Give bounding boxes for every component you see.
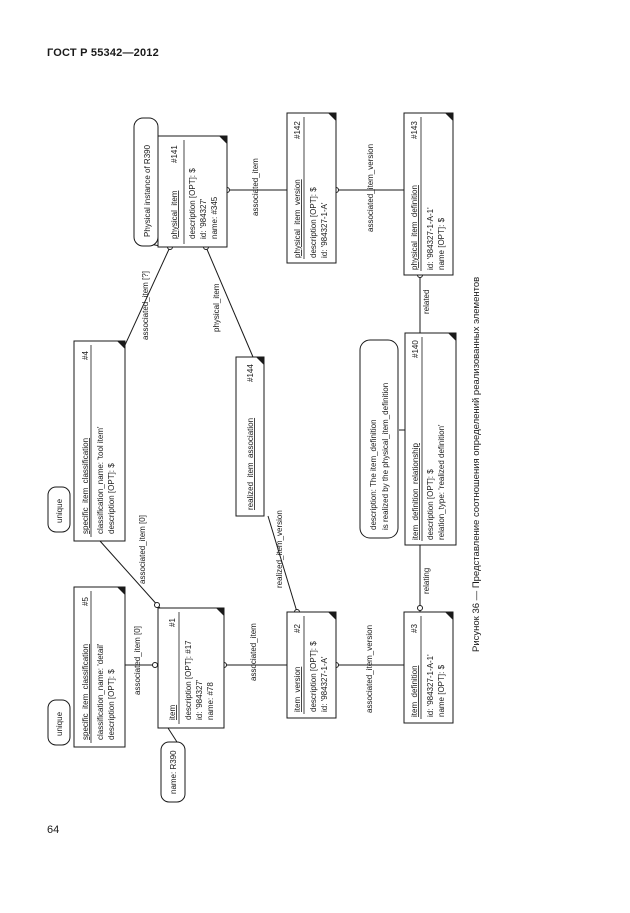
svg-text:classification_name: 'tool ite: classification_name: 'tool item' bbox=[96, 426, 105, 534]
entity-box-4: specific_item_classification #4 classifi… bbox=[73, 340, 126, 542]
svg-text:Physical instance of R390: Physical instance of R390 bbox=[143, 144, 152, 237]
svg-text:name: #345: name: #345 bbox=[210, 196, 219, 239]
entity-box-144: realized_item_association #144 bbox=[235, 356, 265, 517]
svg-text:description: The item_definiti: description: The item_definition bbox=[369, 419, 378, 530]
page-number: 64 bbox=[47, 824, 60, 836]
entity-type: specific_item_classification bbox=[81, 644, 90, 740]
svg-text:id: '984327-1-A-1': id: '984327-1-A-1' bbox=[426, 654, 435, 717]
relation-label: realized_item_version bbox=[275, 510, 284, 588]
svg-text:classification_name: 'detail': classification_name: 'detail' bbox=[96, 643, 105, 740]
svg-text:id: '984327': id: '984327' bbox=[195, 679, 204, 720]
entity-box-1: item #1 description [OPT]: #17 id: '9843… bbox=[157, 607, 225, 729]
entity-box-3: item_definition #3 id: '984327-1-A-1' na… bbox=[403, 611, 454, 724]
entity-id: #143 bbox=[410, 121, 419, 139]
entity-type: item_definition bbox=[410, 665, 419, 717]
svg-text:description [OPT]: $: description [OPT]: $ bbox=[107, 463, 116, 534]
entity-box-140: item_definition_relationship #140 descri… bbox=[404, 332, 457, 546]
svg-text:name: #78: name: #78 bbox=[206, 682, 215, 720]
entity-id: #5 bbox=[81, 597, 90, 606]
svg-text:description [OPT]: $: description [OPT]: $ bbox=[309, 641, 318, 712]
entity-box-141: physical_item #141 description [OPT]: $ … bbox=[157, 135, 228, 248]
svg-text:relation_type: 'realized defin: relation_type: 'realized definition' bbox=[437, 424, 446, 540]
note-description: description: The item_definition is real… bbox=[359, 339, 399, 539]
entity-type: item bbox=[168, 705, 177, 720]
entity-id: #140 bbox=[411, 340, 420, 358]
relation-label: physical_item bbox=[212, 283, 221, 332]
entity-id: #142 bbox=[293, 121, 302, 139]
entity-id: #144 bbox=[246, 364, 255, 382]
entity-type: physical_item bbox=[170, 190, 179, 239]
svg-text:name [OPT]: $: name [OPT]: $ bbox=[437, 217, 446, 270]
svg-text:is realized by the physical_it: is realized by the physical_item_definit… bbox=[381, 383, 390, 530]
entity-box-2: item_version #2 description [OPT]: $ id:… bbox=[286, 611, 337, 719]
entity-id: #1 bbox=[168, 618, 177, 627]
entity-type: item_definition_relationship bbox=[411, 443, 420, 541]
entity-type: physical_item_version bbox=[293, 179, 302, 258]
svg-text:id: '984327-1-A': id: '984327-1-A' bbox=[320, 202, 329, 258]
svg-text:name [OPT]: $: name [OPT]: $ bbox=[437, 664, 446, 717]
relation-label: associated_item [?] bbox=[141, 271, 150, 340]
entity-box-143: physical_item_definition #143 id: '98432… bbox=[403, 112, 454, 276]
document-header: ГОСТ Р 55342—2012 bbox=[47, 47, 159, 59]
relation-label: associated_item_version bbox=[366, 144, 375, 232]
note-physical-instance: Physical instance of R390 bbox=[133, 117, 159, 247]
entity-box-5: specific_item_classification #5 classifi… bbox=[73, 586, 126, 748]
svg-text:unique: unique bbox=[55, 711, 64, 736]
relation-label: associated_item [0] bbox=[133, 626, 142, 695]
relation-label: associated_item [0] bbox=[138, 515, 147, 584]
relation-label: related bbox=[422, 290, 431, 314]
entity-id: #2 bbox=[293, 624, 302, 633]
note-unique-bottom: unique bbox=[47, 699, 71, 746]
entity-type: physical_item_definition bbox=[410, 185, 419, 270]
note-name-r390: name: R390 bbox=[160, 741, 186, 803]
svg-text:description [OPT]: #17: description [OPT]: #17 bbox=[184, 640, 193, 720]
relation-label: associated_item_version bbox=[365, 625, 374, 713]
entity-type: item_version bbox=[293, 667, 302, 712]
svg-text:id: '984327': id: '984327' bbox=[199, 198, 208, 239]
entity-box-142: physical_item_version #142 description [… bbox=[286, 112, 337, 264]
entity-type: realized_item_association bbox=[246, 418, 255, 510]
svg-text:unique: unique bbox=[55, 498, 64, 523]
entity-id: #4 bbox=[81, 351, 90, 360]
svg-text:description [OPT]: $: description [OPT]: $ bbox=[426, 469, 435, 540]
svg-text:name: R390: name: R390 bbox=[169, 750, 178, 794]
entity-id: #141 bbox=[170, 145, 179, 163]
relation-label: relating bbox=[422, 568, 431, 594]
entity-type: specific_item_classification bbox=[81, 438, 90, 534]
svg-text:id: '984327-1-A': id: '984327-1-A' bbox=[320, 656, 329, 712]
entity-id: #3 bbox=[410, 624, 419, 633]
svg-text:description [OPT]: $: description [OPT]: $ bbox=[188, 168, 197, 239]
relation-label: associated_item bbox=[249, 623, 258, 681]
svg-text:id: '984327-1-A-1': id: '984327-1-A-1' bbox=[426, 207, 435, 270]
note-unique-top: unique bbox=[47, 486, 71, 533]
svg-text:description [OPT]: $: description [OPT]: $ bbox=[107, 669, 116, 740]
relation-label: associated_item bbox=[251, 158, 260, 216]
relation-labels: associated_item associated_item_version … bbox=[133, 144, 431, 713]
svg-text:description [OPT]: $: description [OPT]: $ bbox=[309, 187, 318, 258]
